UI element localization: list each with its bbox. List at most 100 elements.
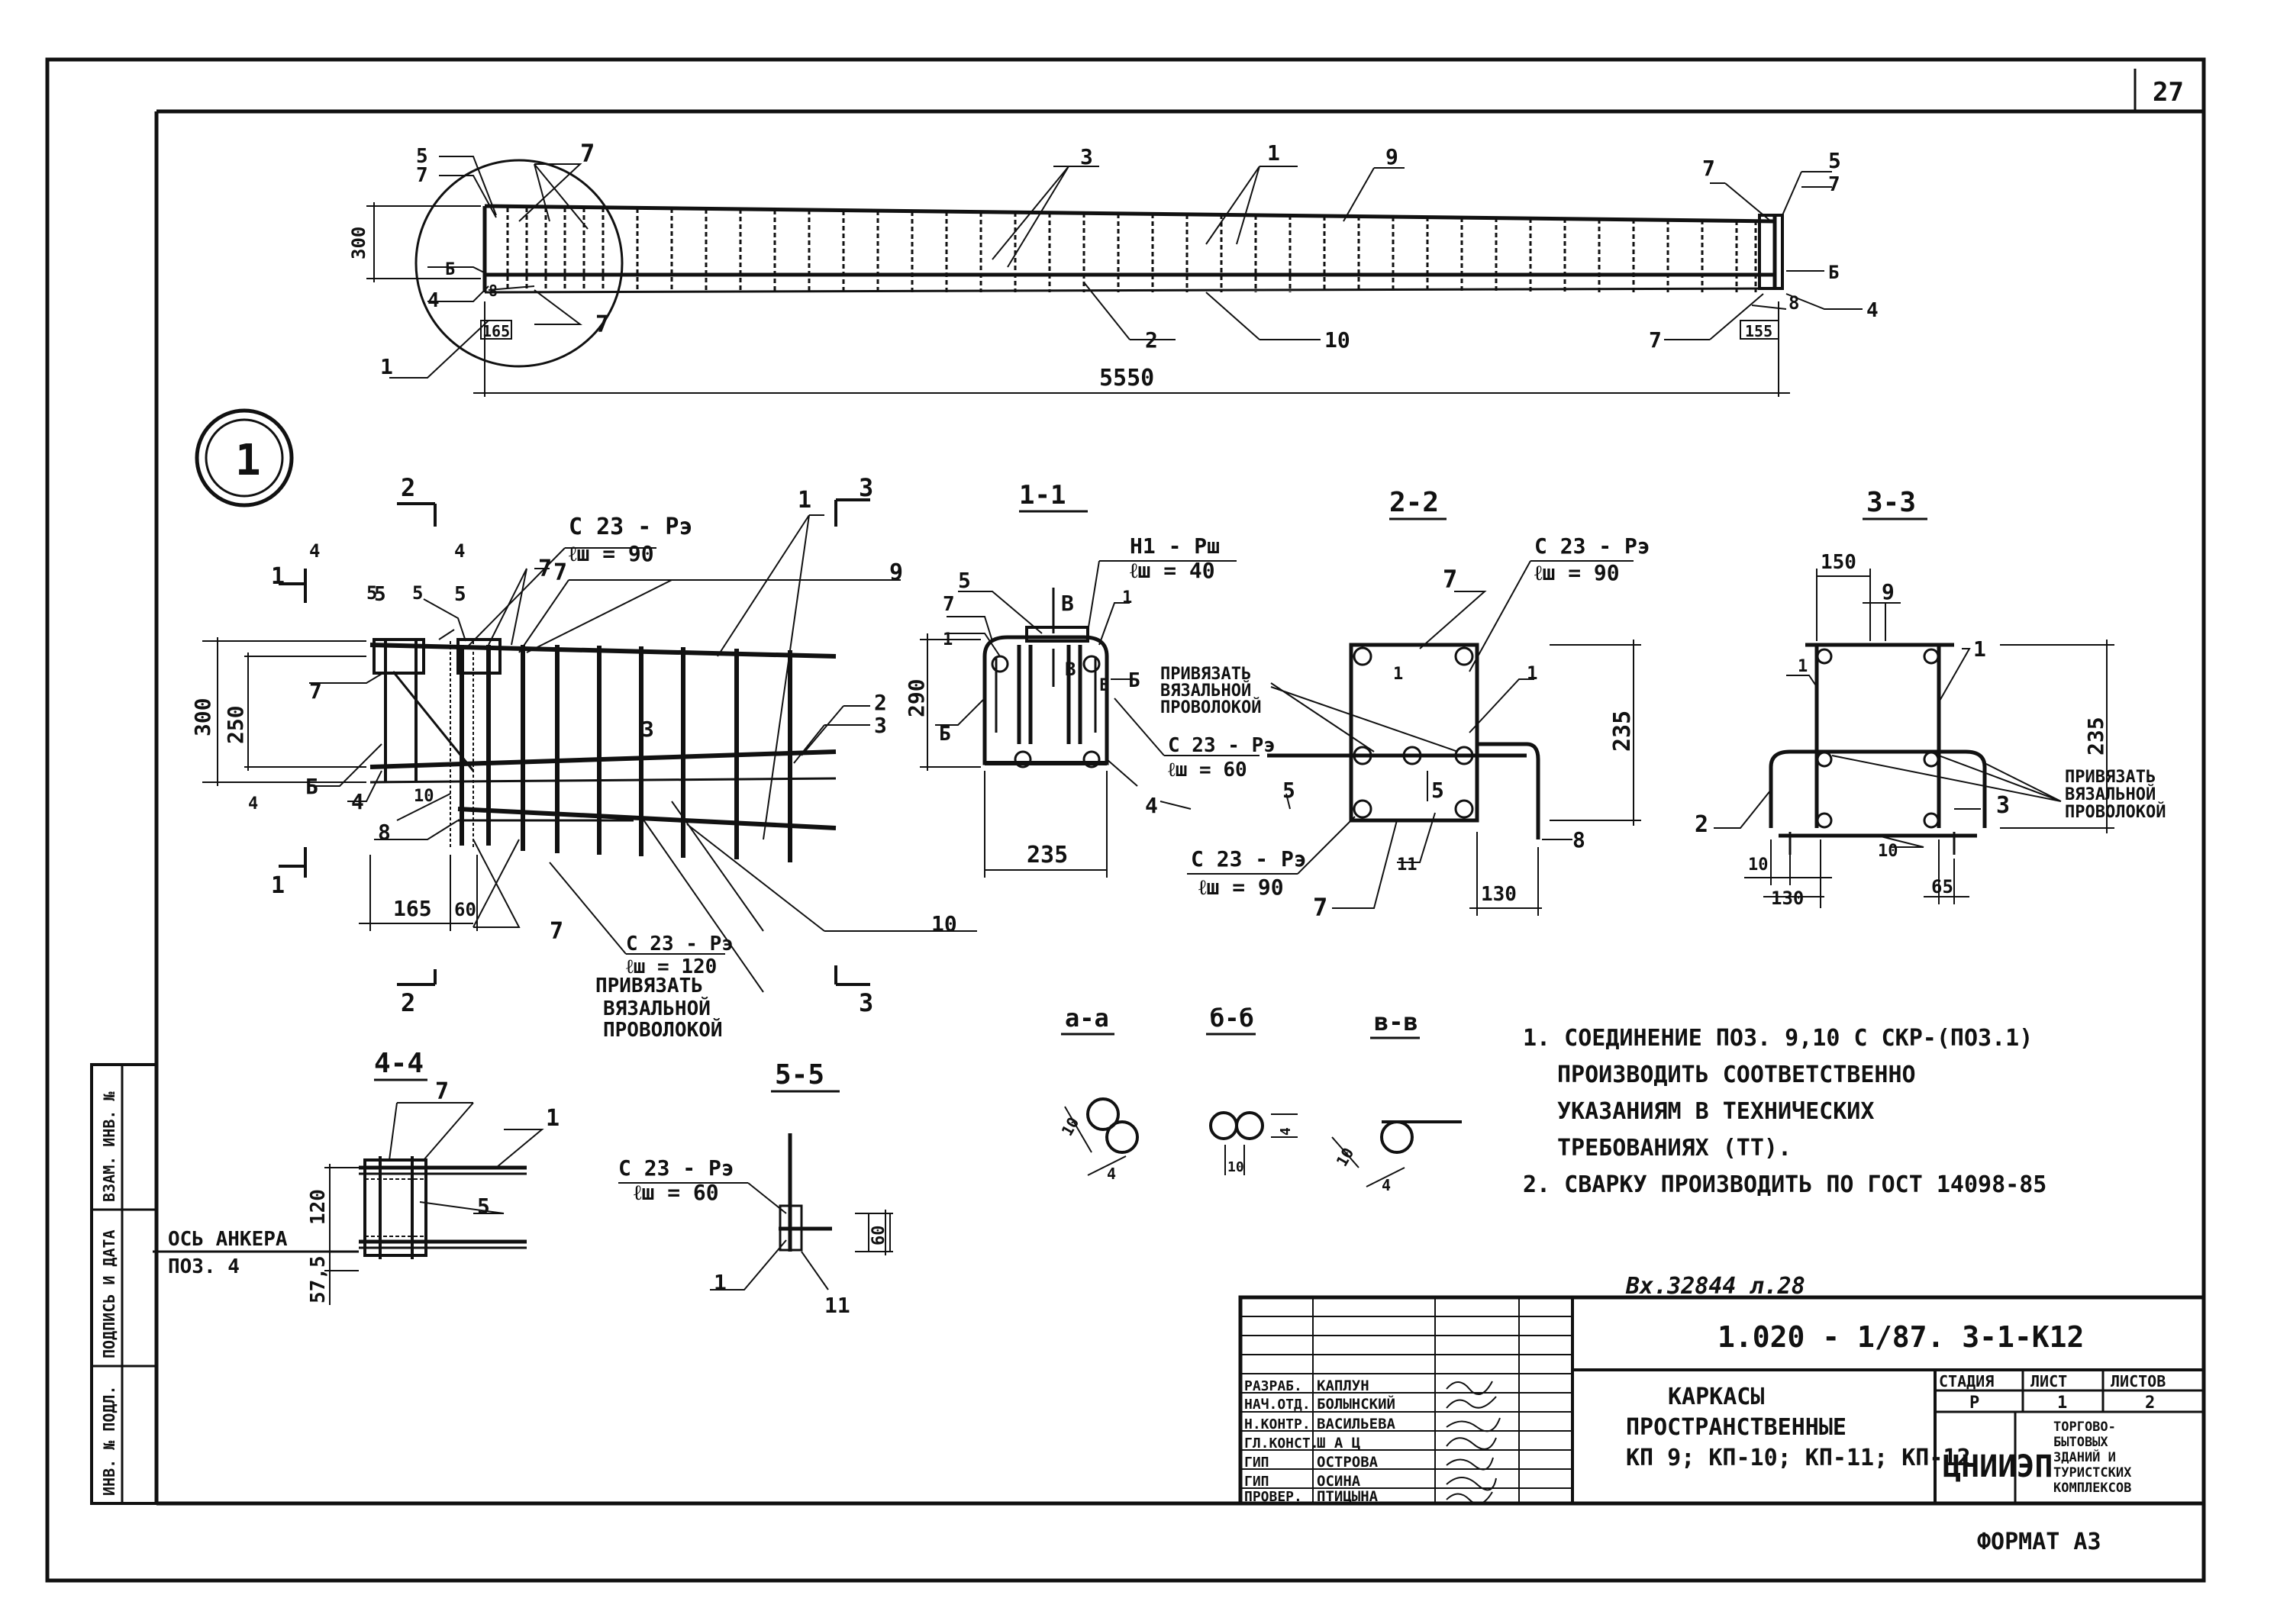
svg-text:120: 120 xyxy=(307,1189,330,1225)
svg-text:3: 3 xyxy=(859,473,873,502)
svg-text:5: 5 xyxy=(454,583,466,606)
svg-text:1: 1 xyxy=(798,487,811,514)
svg-text:БЫТОВЫХ: БЫТОВЫХ xyxy=(2053,1435,2108,1450)
svg-text:10: 10 xyxy=(1748,856,1769,875)
svg-text:2: 2 xyxy=(874,690,887,715)
svg-text:Ш А Ц: Ш А Ц xyxy=(1317,1435,1360,1452)
svg-text:ВЯЗАЛЬНОЙ: ВЯЗАЛЬНОЙ xyxy=(2065,785,2156,804)
svg-text:С 23 - Рэ: С 23 - Рэ xyxy=(626,933,734,955)
svg-text:Р: Р xyxy=(1969,1394,1979,1413)
svg-text:Б: Б xyxy=(305,774,318,799)
svg-text:ℓш = 120: ℓш = 120 xyxy=(626,955,717,978)
svg-text:7: 7 xyxy=(580,139,595,168)
svg-text:Б: Б xyxy=(1128,669,1140,692)
svg-text:7: 7 xyxy=(553,559,567,586)
svg-text:1: 1 xyxy=(2057,1394,2067,1413)
svg-text:5: 5 xyxy=(416,145,428,168)
svg-text:2: 2 xyxy=(401,988,415,1017)
detail-1-view: 1 2 3 2 3 1 1 4 4 xyxy=(190,408,977,1042)
handwritten-signatures xyxy=(1446,1381,1501,1505)
svg-text:4: 4 xyxy=(1107,1165,1116,1183)
svg-text:8: 8 xyxy=(489,282,498,300)
top-elevation-view: 300 5550 165 155 5 7 7 Б 4 8 7 1 3 1 9 2… xyxy=(348,139,1879,397)
svg-text:4: 4 xyxy=(248,794,258,814)
svg-text:ВЯЗАЛЬНОЙ: ВЯЗАЛЬНОЙ xyxy=(1160,681,1251,701)
organization-logo: ЦНИИЭП xyxy=(1943,1449,2053,1484)
svg-text:ЛИСТ: ЛИСТ xyxy=(2030,1372,2067,1390)
svg-text:Б: Б xyxy=(1828,262,1839,283)
svg-text:КОМПЛЕКСОВ: КОМПЛЕКСОВ xyxy=(2053,1481,2131,1496)
svg-text:5: 5 xyxy=(412,582,423,604)
svg-text:4: 4 xyxy=(351,789,364,814)
svg-text:ТУРИСТСКИХ: ТУРИСТСКИХ xyxy=(2053,1465,2132,1481)
svg-text:65: 65 xyxy=(1931,876,1953,897)
svg-text:9: 9 xyxy=(1882,579,1895,604)
svg-text:Б: Б xyxy=(445,260,455,279)
svg-text:ОСЬ АНКЕРА: ОСЬ АНКЕРА xyxy=(168,1228,288,1251)
svg-text:1: 1 xyxy=(546,1105,560,1132)
side-stamp: ВЗАМ. ИНВ. № ПОДПИСЬ И ДАТА ИНВ. № ПОДЛ. xyxy=(90,1063,158,1505)
svg-text:ПОЗ. 4: ПОЗ. 4 xyxy=(168,1255,240,1278)
svg-text:5: 5 xyxy=(1828,148,1841,173)
svg-text:ПРОСТРАНСТВЕННЫЕ: ПРОСТРАНСТВЕННЫЕ xyxy=(1626,1414,1847,1441)
svg-text:5: 5 xyxy=(1282,778,1295,803)
svg-text:4: 4 xyxy=(1145,793,1158,818)
svg-text:1: 1 xyxy=(943,630,953,649)
svg-text:7: 7 xyxy=(1313,893,1327,922)
svg-text:4: 4 xyxy=(1866,299,1879,322)
svg-text:5-5: 5-5 xyxy=(775,1059,824,1091)
svg-text:3: 3 xyxy=(1080,144,1093,169)
svg-text:7: 7 xyxy=(1828,173,1840,196)
svg-text:4: 4 xyxy=(454,540,465,562)
svg-text:С 23 - Рэ: С 23 - Рэ xyxy=(618,1155,734,1181)
svg-text:БОЛЫНСКИЙ: БОЛЫНСКИЙ xyxy=(1317,1395,1395,1413)
svg-text:ЛИСТОВ: ЛИСТОВ xyxy=(2111,1372,2166,1390)
svg-text:ТОРГОВО-: ТОРГОВО- xyxy=(2053,1419,2116,1435)
svg-text:5: 5 xyxy=(374,583,386,606)
svg-text:235: 235 xyxy=(2083,717,2108,756)
svg-text:КАПЛУН: КАПЛУН xyxy=(1317,1378,1369,1394)
section-2-2: 2-2 235 130 С 23 - Рэ ℓш = 90 С 23 - Рэ … xyxy=(1160,487,1650,922)
svg-text:11: 11 xyxy=(1397,856,1418,875)
svg-text:1: 1 xyxy=(714,1270,727,1295)
svg-text:8: 8 xyxy=(1788,292,1799,314)
svg-text:1: 1 xyxy=(235,436,261,485)
svg-text:7: 7 xyxy=(309,678,322,704)
svg-text:С 23 - Рэ: С 23 - Рэ xyxy=(1191,846,1307,872)
svg-text:2-2: 2-2 xyxy=(1389,487,1439,518)
svg-text:3: 3 xyxy=(1996,792,2010,819)
svg-text:Н.КОНТР.: Н.КОНТР. xyxy=(1244,1416,1311,1432)
svg-text:В: В xyxy=(1061,591,1074,616)
svg-text:10: 10 xyxy=(1878,842,1898,861)
svg-text:СТАДИЯ: СТАДИЯ xyxy=(1939,1372,1994,1390)
svg-text:57,5: 57,5 xyxy=(307,1255,330,1303)
svg-text:155: 155 xyxy=(1745,322,1772,340)
svg-text:б-б: б-б xyxy=(1210,1004,1254,1033)
svg-text:ТРЕБОВАНИЯХ (ТТ).: ТРЕБОВАНИЯХ (ТТ). xyxy=(1557,1135,1792,1162)
svg-text:5: 5 xyxy=(958,568,971,593)
svg-text:10: 10 xyxy=(1227,1159,1244,1175)
svg-text:1-1: 1-1 xyxy=(1019,480,1066,511)
svg-text:10: 10 xyxy=(931,911,957,936)
svg-text:В: В xyxy=(1065,659,1076,680)
svg-text:2: 2 xyxy=(401,473,415,502)
svg-text:7: 7 xyxy=(1649,327,1662,353)
svg-text:5550: 5550 xyxy=(1099,365,1154,392)
svg-text:ЗДАНИЙ И: ЗДАНИЙ И xyxy=(2053,1448,2116,1465)
svg-text:ПРОВОЛОКОЙ: ПРОВОЛОКОЙ xyxy=(603,1017,723,1042)
format-label: ФОРМАТ А3 xyxy=(1977,1529,2101,1555)
svg-text:2: 2 xyxy=(2145,1394,2155,1413)
svg-text:300: 300 xyxy=(348,227,369,259)
svg-text:ГИП: ГИП xyxy=(1244,1474,1269,1490)
svg-text:ℓш = 90: ℓш = 90 xyxy=(1198,875,1284,900)
svg-text:7: 7 xyxy=(1443,565,1457,594)
svg-text:300: 300 xyxy=(190,698,215,736)
svg-text:НАЧ.ОТД.: НАЧ.ОТД. xyxy=(1244,1397,1311,1413)
svg-text:КП 9; КП-10; КП-11; КП-12: КП 9; КП-10; КП-11; КП-12 xyxy=(1626,1445,1971,1471)
svg-text:7: 7 xyxy=(1702,156,1715,181)
svg-text:ОСИНА: ОСИНА xyxy=(1317,1473,1361,1490)
general-notes: 1. СОЕДИНЕНИЕ ПОЗ. 9,10 С СКР-(ПОЗ.1) ПР… xyxy=(1523,1025,2046,1198)
svg-text:10: 10 xyxy=(414,787,434,806)
section-1-1: 1-1 290 235 Н1 - Рш ℓш = 40 С 23 - Рэ ℓш… xyxy=(904,480,1276,878)
svg-text:60: 60 xyxy=(454,899,476,920)
